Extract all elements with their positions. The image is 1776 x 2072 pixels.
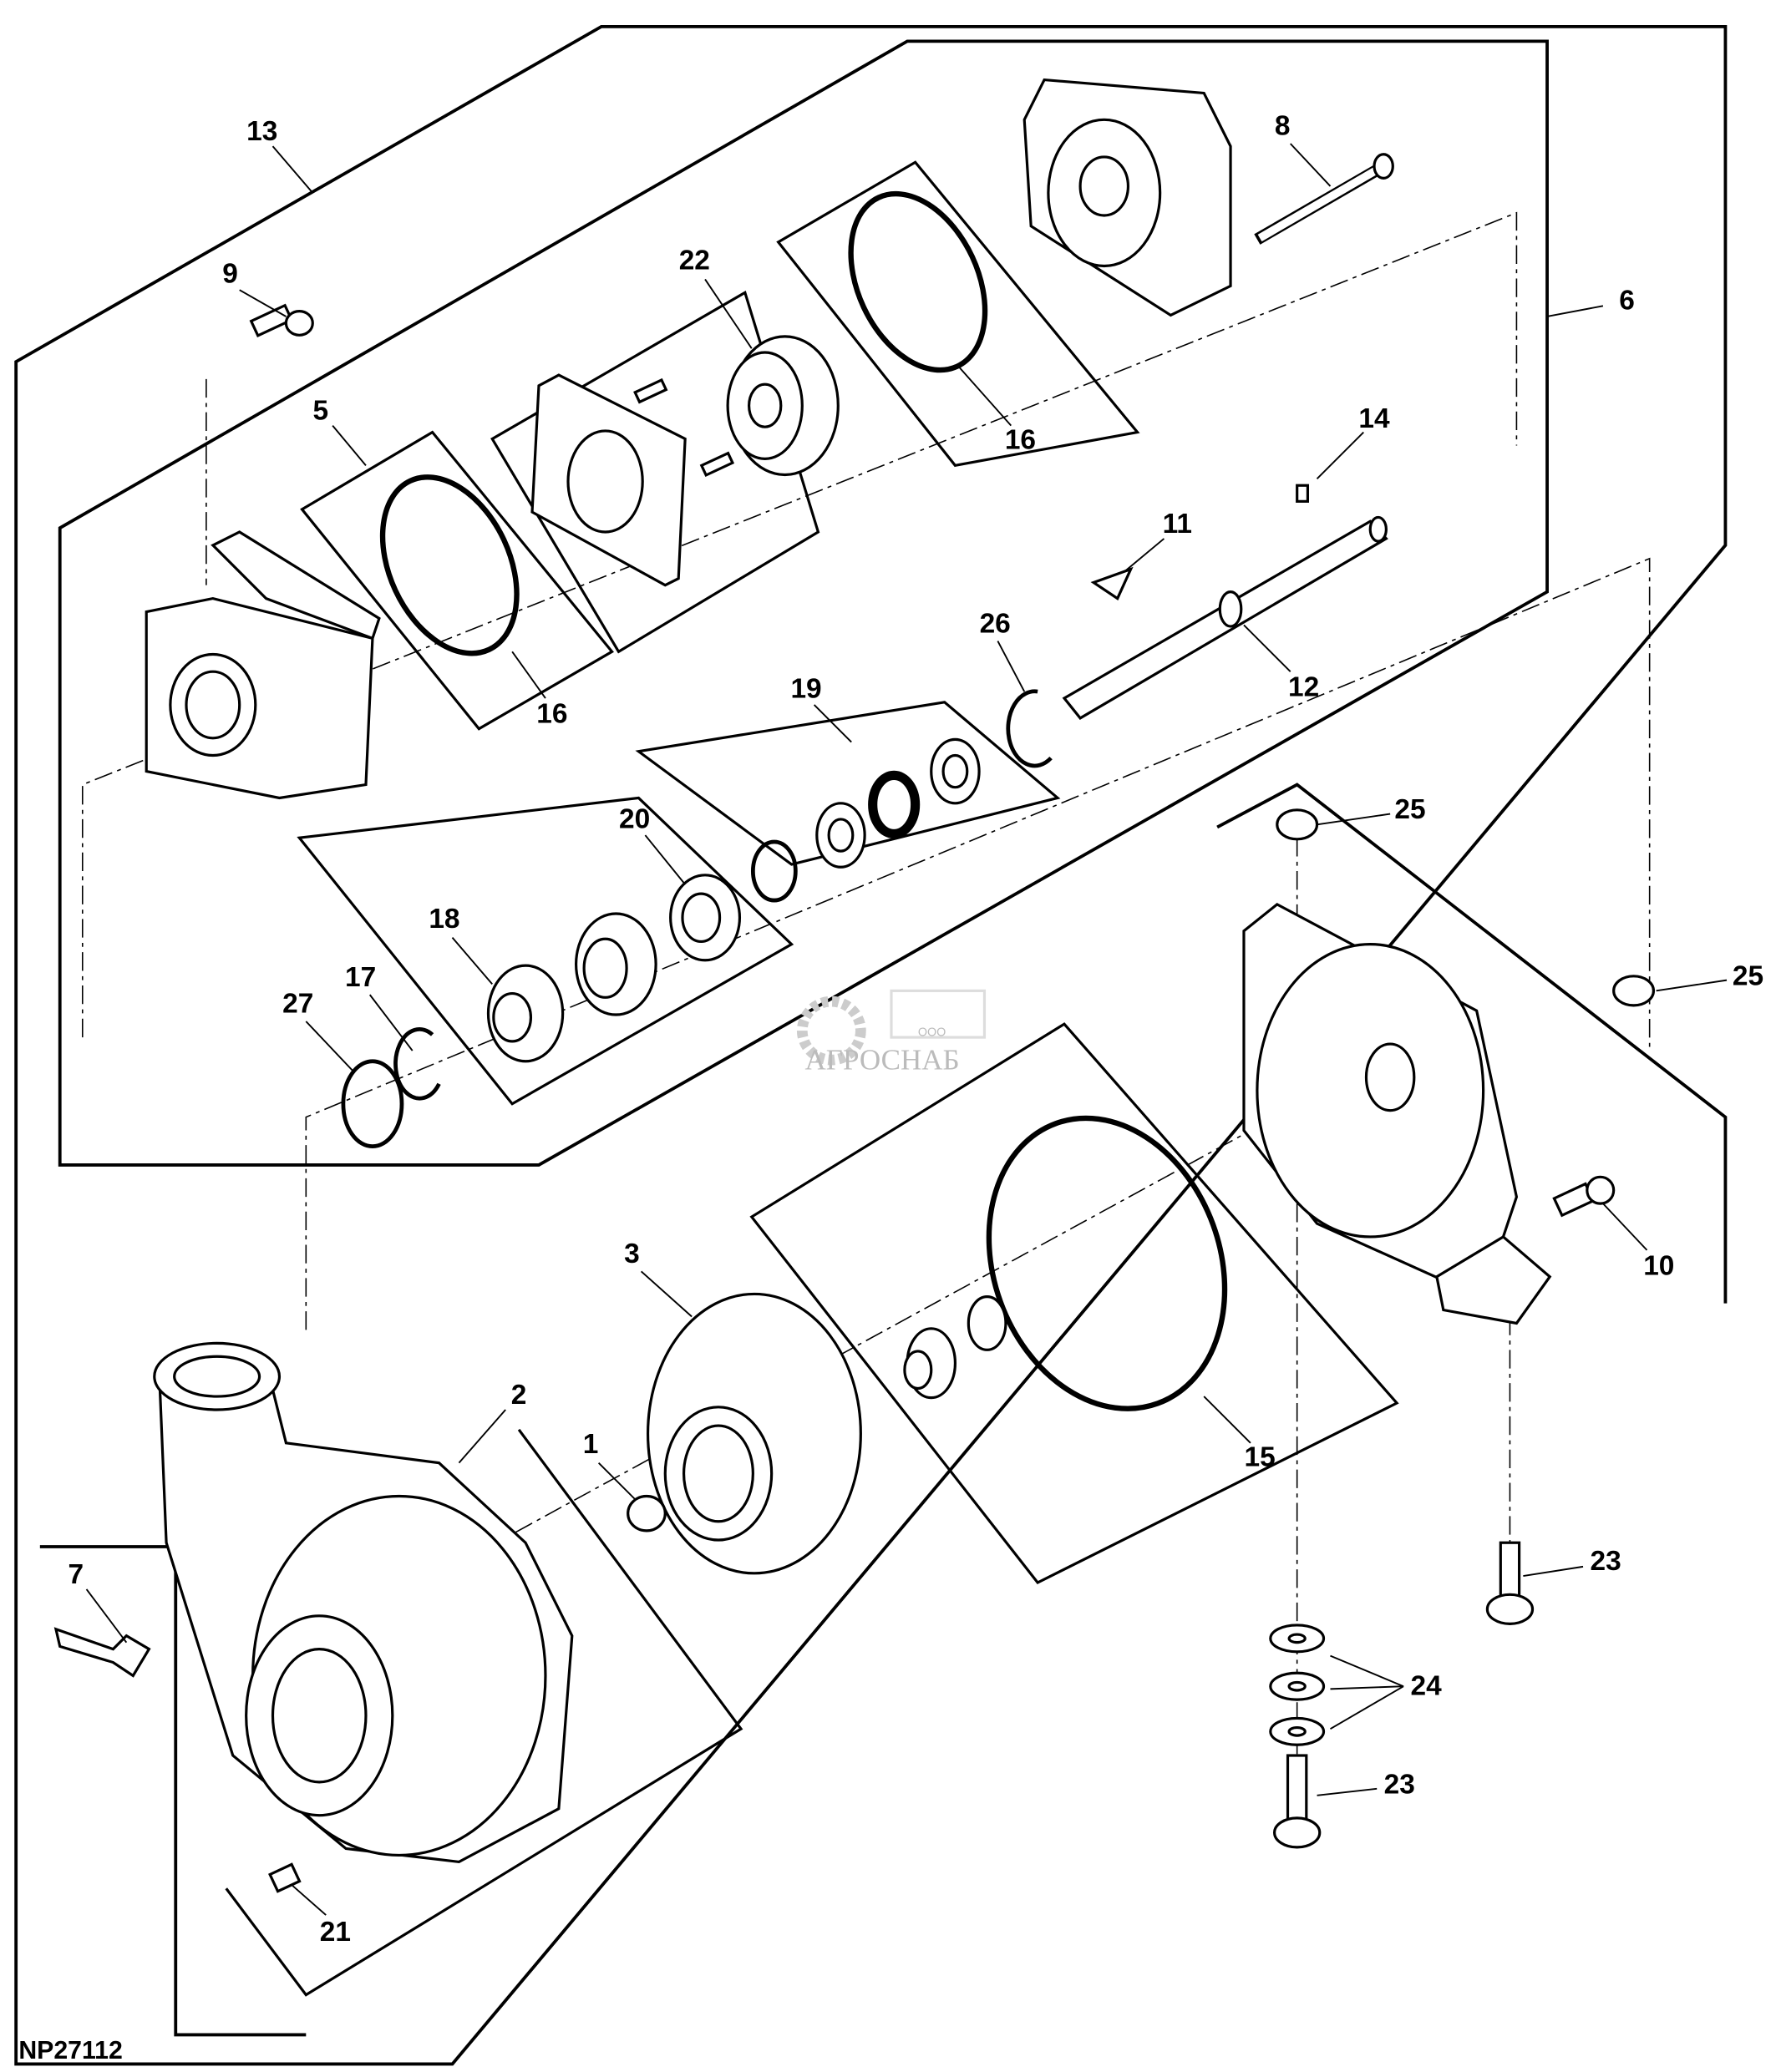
bolt-10-part [1552, 1175, 1616, 1218]
callout-17: 17 [345, 962, 376, 993]
spacer-part [574, 912, 657, 1016]
box-19 [635, 701, 1061, 866]
callout-5: 5 [313, 395, 329, 426]
pump-housing-2-part [153, 1341, 574, 1864]
seal-19-part [815, 737, 981, 869]
o-ring-16-left [379, 474, 520, 656]
impeller-3-part [646, 1292, 862, 1575]
callout-3: 3 [624, 1239, 640, 1269]
svg-text:ООО: ООО [918, 1026, 946, 1040]
ring-part [750, 839, 798, 903]
callout-7: 7 [69, 1559, 84, 1590]
callout-15: 15 [1244, 1442, 1275, 1473]
gerotor-22-part [726, 335, 840, 477]
callout-26: 26 [980, 608, 1011, 639]
key-14-part [1296, 484, 1310, 503]
shaft-12-part [1062, 515, 1388, 720]
callout-27: 27 [282, 989, 313, 1020]
group-13-outline [14, 24, 1728, 2066]
callout-19: 19 [790, 673, 821, 704]
svg-text:АГРОСНАБ: АГРОСНАБ [804, 1043, 959, 1076]
callout-9: 9 [222, 258, 238, 289]
callout-20: 20 [619, 803, 650, 834]
washers-24-part [1269, 1624, 1326, 1746]
callout-6: 6 [1619, 285, 1635, 316]
callout-24: 24 [1411, 1671, 1443, 1702]
box-22 [776, 160, 1140, 468]
callout-21: 21 [320, 1917, 351, 1948]
o-ring-16-right [848, 190, 988, 373]
callout-25-upper: 25 [1394, 794, 1425, 825]
group-7-outline [39, 1545, 307, 2037]
o-ring-15 [986, 1115, 1228, 1411]
callout-12: 12 [1288, 672, 1319, 703]
box-18 [297, 796, 794, 1106]
callout-25-right: 25 [1733, 960, 1763, 991]
callout-16-left: 16 [536, 699, 567, 730]
callout-1: 1 [583, 1429, 599, 1460]
axis-main [81, 211, 1518, 1038]
plug-21-part [268, 1862, 302, 1893]
box-5 [300, 430, 614, 731]
agrosnab-watermark-logo: ООО АГРОСНАБ [796, 989, 987, 1076]
group-6-outline [58, 39, 1549, 1167]
retaining-ring-27 [341, 1059, 404, 1149]
mounting-plate-part [530, 373, 687, 587]
bolt-9-part [249, 303, 314, 337]
callout-22: 22 [679, 246, 710, 276]
callout-10: 10 [1643, 1250, 1674, 1281]
pins-part [633, 377, 735, 478]
snap-ring-26 [1006, 689, 1053, 768]
nut-25-part [1276, 808, 1656, 1007]
bearing-frame-part [1242, 902, 1552, 1325]
figure-id: NP27112 [18, 2037, 122, 2064]
axis-lower [305, 557, 1651, 1330]
elbow-7-part [53, 1627, 151, 1678]
leader-lines [85, 143, 1728, 1916]
key-11-part [1090, 566, 1134, 600]
housing-group-outline [1216, 783, 1728, 1304]
callout-8: 8 [1275, 111, 1291, 142]
cap-nut-1-part [627, 1494, 667, 1532]
group-2-bracket [225, 1428, 743, 1997]
box-plate [490, 290, 820, 654]
bearing-18-part [486, 964, 565, 1063]
callout-23-upper: 23 [1591, 1546, 1621, 1577]
callout-13: 13 [246, 116, 277, 147]
bearing-housing-part [145, 530, 381, 800]
callout-23-lower: 23 [1384, 1769, 1415, 1800]
bolts-23-part [1273, 1541, 1535, 1849]
callout-2: 2 [511, 1380, 527, 1411]
bolt-8-part [1254, 153, 1394, 245]
callout-16-right: 16 [1005, 425, 1036, 456]
callout-11: 11 [1163, 509, 1192, 540]
axis-center [398, 1050, 1398, 1597]
callout-14: 14 [1358, 403, 1390, 434]
bearing-20-part [669, 874, 742, 962]
box-15 [749, 1022, 1399, 1584]
end-cover-part [1022, 78, 1232, 317]
callout-18: 18 [429, 904, 459, 935]
seal-part [903, 1295, 1007, 1400]
snap-ring-17 [393, 1027, 441, 1101]
